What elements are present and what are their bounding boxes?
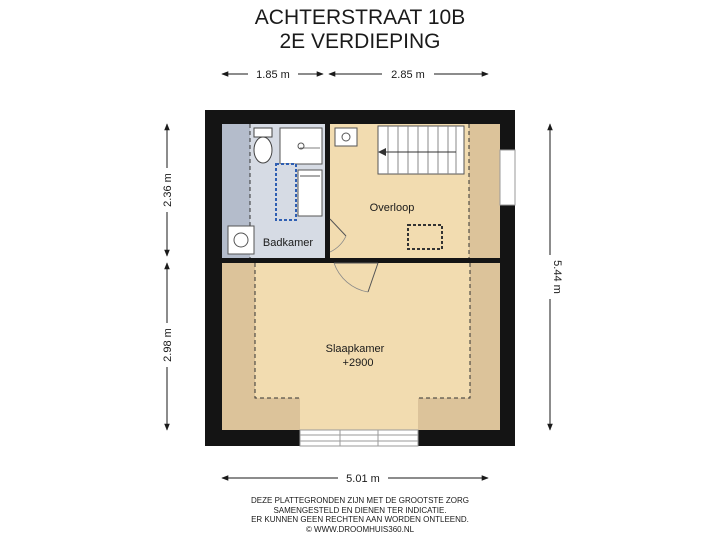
inner-wall-vertical	[325, 124, 330, 219]
disclaimer-line: DEZE PLATTEGRONDEN ZIJN MET DE GROOTSTE …	[251, 496, 469, 505]
inner-wall-horizontal	[222, 258, 500, 263]
slope-lines	[249, 124, 471, 399]
dim-right-total: 5.44 m	[551, 260, 563, 294]
door-badkamer	[329, 218, 347, 253]
overloop-sloped-area	[469, 124, 500, 258]
disclaimer: DEZE PLATTEGRONDEN ZIJN MET DE GROOTSTE …	[0, 496, 720, 534]
door-slaapkamer	[333, 262, 379, 293]
room-label-overloop: Overloop	[370, 202, 415, 214]
dim-left-lower: 2.98 m	[162, 328, 174, 362]
overloop-fixtures	[334, 125, 465, 250]
dim-top-right: 2.85 m	[391, 69, 425, 81]
dim-left-upper: 2.36 m	[162, 173, 174, 207]
dim-top-left: 1.85 m	[256, 69, 290, 81]
disclaimer-line: ER KUNNEN GEEN RECHTEN AAN WORDEN ONTLEE…	[251, 515, 469, 524]
plan-title: ACHTERSTRAAT 10B	[254, 6, 466, 29]
room-height-slaapkamer: +2900	[343, 357, 374, 369]
copyright-link[interactable]: © WWW.DROOMHUIS360.NL	[305, 524, 415, 534]
floor-subtitle: 2E VERDIEPING	[279, 30, 441, 53]
disclaimer-line: SAMENGESTELD EN DIENEN TER INDICATIE.	[273, 505, 447, 515]
slaapkamer-floor	[255, 263, 470, 430]
room-label-slaapkamer: Slaapkamer	[326, 343, 385, 355]
dim-bottom-total: 5.01 m	[346, 473, 380, 485]
room-label-badkamer: Badkamer	[263, 237, 313, 249]
window-right	[499, 149, 516, 206]
bathroom-fixtures	[227, 127, 323, 255]
window-bottom	[299, 429, 419, 447]
